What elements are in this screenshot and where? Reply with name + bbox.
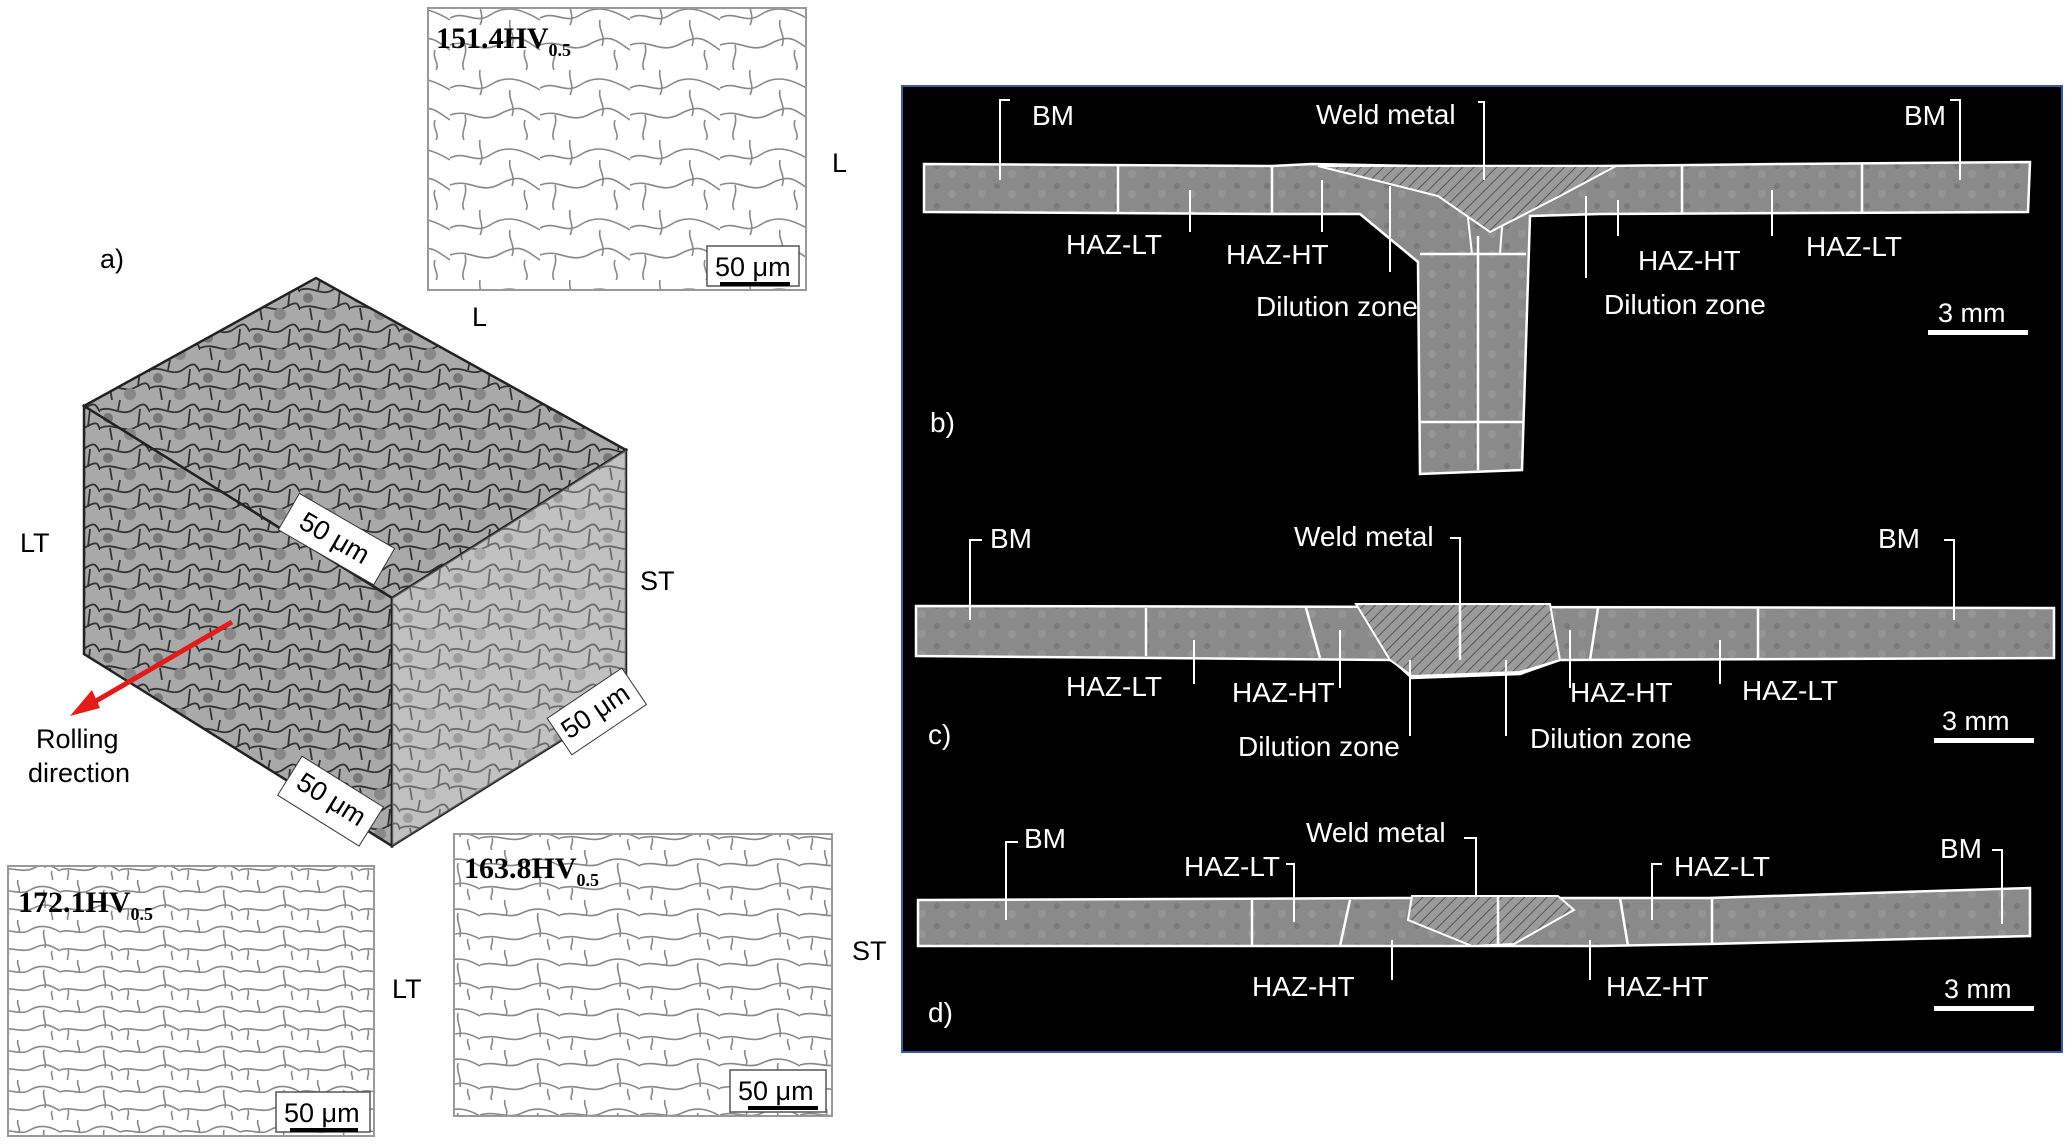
cube-st-label: ST bbox=[640, 566, 675, 596]
d-scale-bar bbox=[1934, 1006, 2034, 1011]
left-micrograph: 172.1HV0.5 50 μm bbox=[7, 865, 375, 1137]
right-hardness: 163.8HV bbox=[464, 852, 577, 885]
d-haz-lt-right-label: HAZ-LT bbox=[1674, 851, 1770, 882]
c-haz-lt-left-label: HAZ-LT bbox=[1066, 671, 1162, 702]
rolling-arrow-head bbox=[70, 690, 100, 716]
left-scale-bar-label: 50 μm bbox=[284, 1098, 360, 1128]
b-haz-lt-right-label: HAZ-LT bbox=[1806, 231, 1902, 262]
top-bottom-label: L bbox=[472, 302, 487, 332]
panel-d-label: d) bbox=[928, 997, 953, 1028]
c-haz-ht-right-label: HAZ-HT bbox=[1570, 677, 1673, 708]
c-bm-right-label: BM bbox=[1878, 523, 1920, 554]
d-scale-bar-label: 3 mm bbox=[1944, 974, 2012, 1004]
panel-b bbox=[922, 160, 2032, 476]
b-haz-lt-left-label: HAZ-LT bbox=[1066, 229, 1162, 260]
c-scale-bar bbox=[1934, 738, 2034, 743]
top-side-label: L bbox=[832, 148, 847, 178]
right-hardness-sub: 0.5 bbox=[577, 870, 600, 890]
right-micrograph: 163.8HV0.5 50 μm bbox=[453, 833, 833, 1117]
d-weld-metal-label: Weld metal bbox=[1306, 817, 1446, 848]
right-side-label: ST bbox=[852, 936, 887, 966]
cube-lt-label: LT bbox=[20, 528, 50, 558]
d-haz-ht-left-label: HAZ-HT bbox=[1252, 971, 1355, 1002]
b-bm-right-label: BM bbox=[1904, 100, 1946, 131]
rolling-direction-arrow bbox=[82, 619, 234, 711]
c-dilution-left-label: Dilution zone bbox=[1238, 731, 1400, 762]
c-bm-left-label: BM bbox=[990, 523, 1032, 554]
right-scale-bar-label: 50 μm bbox=[738, 1076, 814, 1106]
c-dilution-right-label: Dilution zone bbox=[1530, 723, 1692, 754]
rolling-label-line1: Rolling bbox=[36, 724, 119, 754]
top-scale-bar-label: 50 μm bbox=[715, 252, 791, 282]
svg-text:163.8HV0.5: 163.8HV0.5 bbox=[464, 852, 599, 890]
d-haz-ht-right-label: HAZ-HT bbox=[1606, 971, 1709, 1002]
b-dilution-right-label: Dilution zone bbox=[1604, 289, 1766, 320]
b-scale-bar bbox=[1928, 330, 2028, 335]
b-scale-bar-label: 3 mm bbox=[1938, 298, 2006, 328]
c-weld-metal-label: Weld metal bbox=[1294, 521, 1434, 552]
rolling-label-line2: direction bbox=[28, 758, 130, 788]
panel-c-label: c) bbox=[928, 719, 951, 750]
svg-text:172.1HV0.5: 172.1HV0.5 bbox=[18, 886, 153, 924]
c-scale-bar-label: 3 mm bbox=[1942, 706, 2010, 736]
microstructure-cube: 50 μm 50 μm 50 μm bbox=[70, 276, 648, 849]
b-haz-ht-right-label: HAZ-HT bbox=[1638, 245, 1741, 276]
left-side-label: LT bbox=[392, 974, 422, 1004]
top-micrograph: 151.4HV0.5 50 μm bbox=[427, 7, 807, 291]
left-hardness-sub: 0.5 bbox=[131, 904, 154, 924]
b-dilution-left-label: Dilution zone bbox=[1256, 291, 1418, 322]
left-hardness: 172.1HV bbox=[18, 886, 131, 919]
panel-a-label: a) bbox=[100, 244, 124, 274]
panel-d bbox=[916, 886, 2032, 948]
b-haz-ht-left-label: HAZ-HT bbox=[1226, 239, 1329, 270]
b-bm-left-label: BM bbox=[1032, 100, 1074, 131]
panel-b-label: b) bbox=[930, 407, 955, 438]
top-hardness-sub: 0.5 bbox=[549, 40, 572, 60]
d-bm-right-label: BM bbox=[1940, 833, 1982, 864]
panel-c bbox=[914, 603, 2056, 680]
svg-text:151.4HV0.5: 151.4HV0.5 bbox=[436, 22, 571, 60]
d-bm-left-label: BM bbox=[1024, 823, 1066, 854]
top-hardness: 151.4HV bbox=[436, 22, 549, 55]
b-weld-metal-label: Weld metal bbox=[1316, 99, 1456, 130]
c-haz-ht-left-label: HAZ-HT bbox=[1232, 677, 1335, 708]
d-haz-lt-left-label: HAZ-LT bbox=[1184, 851, 1280, 882]
c-haz-lt-right-label: HAZ-LT bbox=[1742, 675, 1838, 706]
